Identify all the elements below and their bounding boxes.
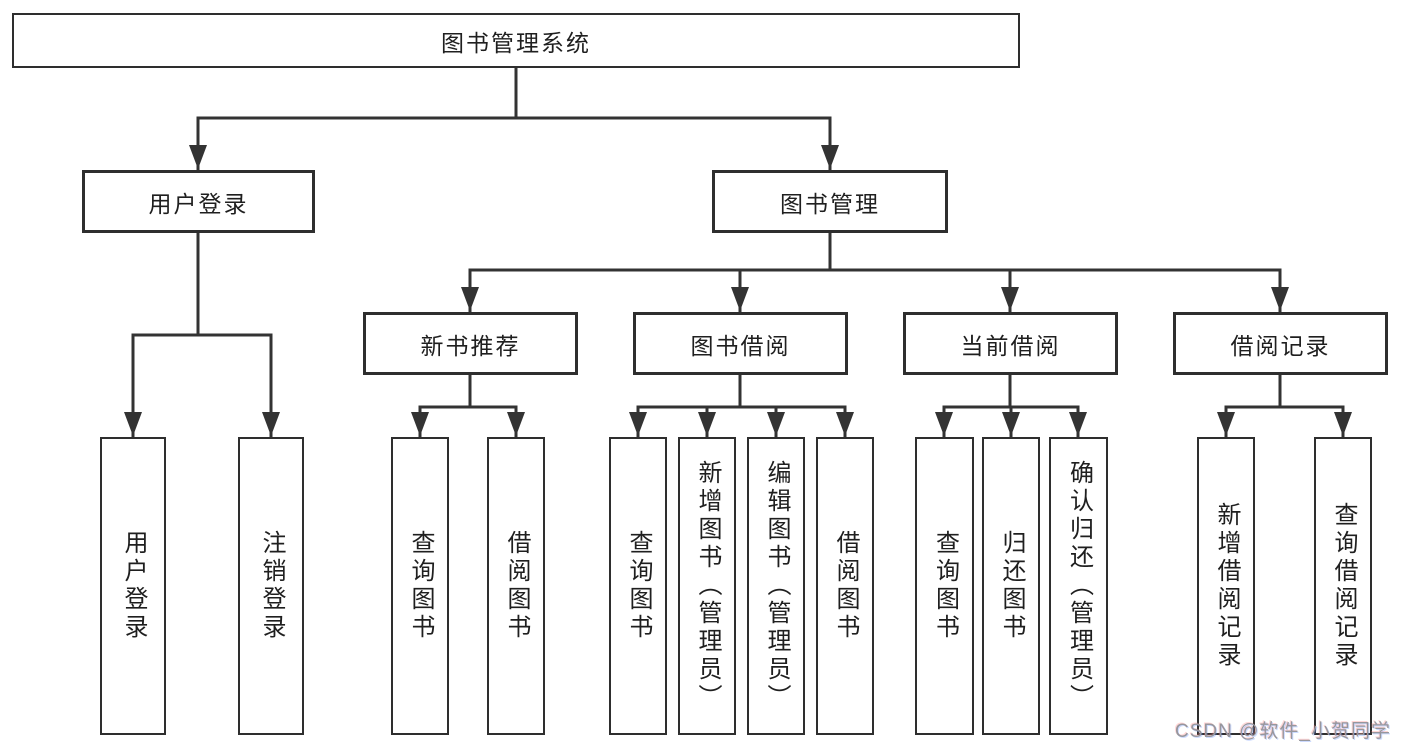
leaf-edit-book-admin-label: 编辑图书（管理员）: [763, 460, 790, 712]
leaf-user-login-label: 用户登录: [120, 530, 147, 642]
leaf-return-book: 归还图书: [982, 437, 1040, 735]
leaf-user-login: 用户登录: [100, 437, 166, 735]
leaf-query-borrow-record-label: 查询借阅记录: [1330, 502, 1357, 670]
node-book-borrow: 图书借阅: [633, 312, 848, 375]
leaf-borrow-query-book-label: 查询图书: [625, 530, 652, 642]
node-borrow-record: 借阅记录: [1173, 312, 1388, 375]
leaf-add-book-admin-label: 新增图书（管理员）: [694, 460, 721, 712]
leaf-current-query-book-label: 查询图书: [931, 530, 959, 642]
node-new-book-recommend: 新书推荐: [363, 312, 578, 375]
leaf-recommend-query-book-label: 查询图书: [407, 530, 434, 642]
leaf-borrow-book-label: 借阅图书: [832, 530, 859, 642]
csdn-watermark: CSDN @软件_小贺同学: [1175, 721, 1391, 742]
leaf-add-borrow-record-label: 新增借阅记录: [1213, 502, 1240, 670]
leaf-recommend-query-book: 查询图书: [391, 437, 449, 735]
leaf-query-borrow-record: 查询借阅记录: [1314, 437, 1372, 735]
node-user-login: 用户登录: [82, 170, 315, 233]
leaf-confirm-return-admin: 确认归还（管理员）: [1049, 437, 1108, 735]
leaf-confirm-return-admin-label: 确认归还（管理员）: [1065, 460, 1093, 712]
leaf-logout-label: 注销登录: [258, 530, 285, 642]
leaf-edit-book-admin: 编辑图书（管理员）: [747, 437, 805, 735]
leaf-add-book-admin: 新增图书（管理员）: [678, 437, 736, 735]
leaf-logout: 注销登录: [238, 437, 304, 735]
leaf-add-borrow-record: 新增借阅记录: [1197, 437, 1255, 735]
leaf-borrow-query-book: 查询图书: [609, 437, 667, 735]
node-library-management-system: 图书管理系统: [12, 13, 1020, 68]
node-current-borrow: 当前借阅: [903, 312, 1118, 375]
leaf-recommend-borrow-book: 借阅图书: [487, 437, 545, 735]
leaf-return-book-label: 归还图书: [998, 530, 1025, 642]
node-book-management: 图书管理: [712, 170, 948, 233]
leaf-borrow-book: 借阅图书: [816, 437, 874, 735]
leaf-recommend-borrow-book-label: 借阅图书: [503, 530, 530, 642]
leaf-current-query-book: 查询图书: [915, 437, 974, 735]
